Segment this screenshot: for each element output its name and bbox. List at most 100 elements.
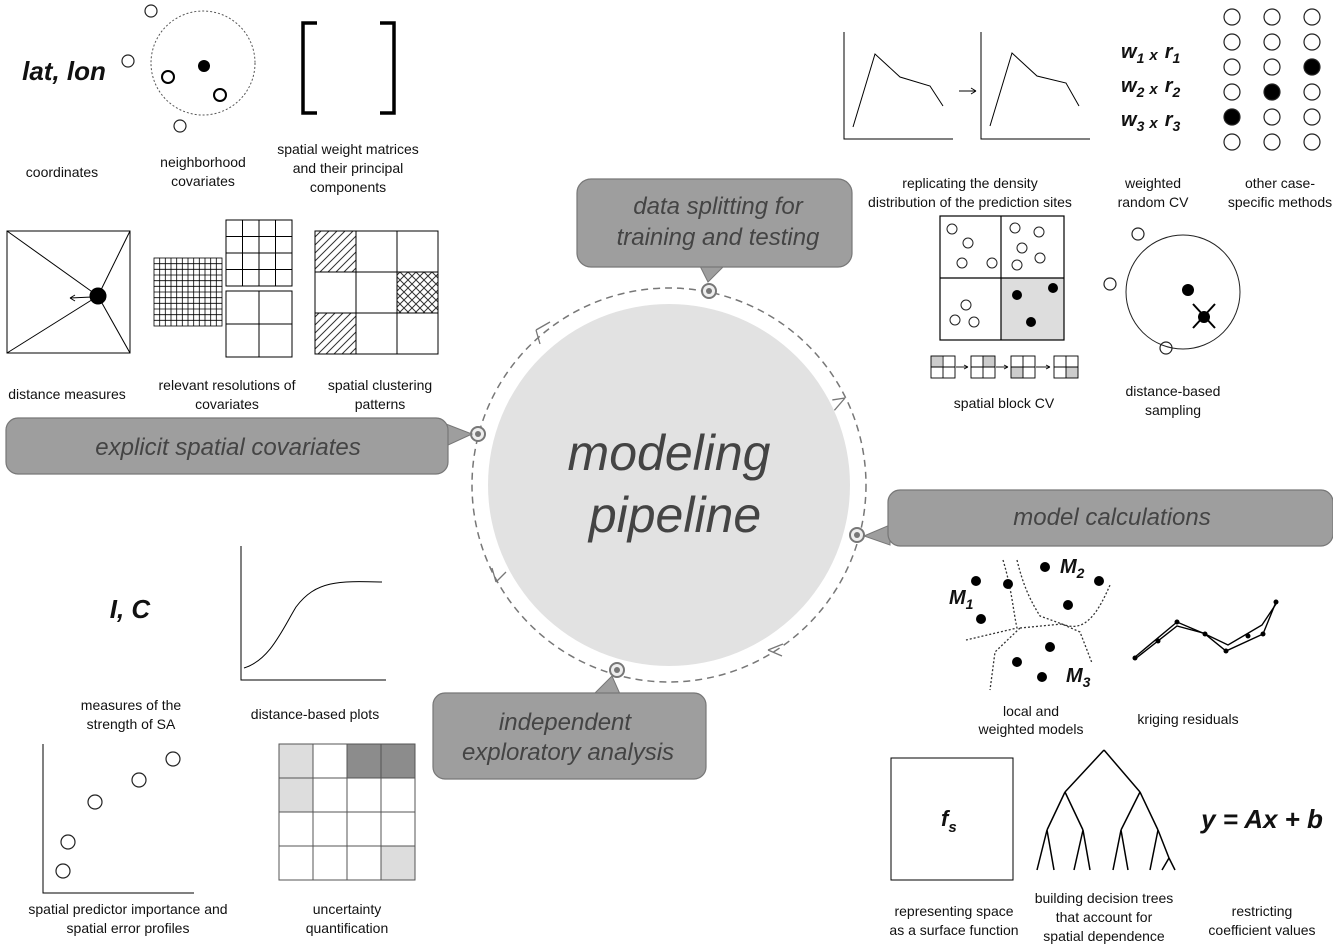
exploratory-label-1: independent [499, 709, 632, 736]
model-calculations-box: model calculations [862, 489, 1333, 547]
distance-sampling-caption-1: distance-based [1126, 383, 1221, 399]
weighted-cv-caption-1: weighted [1124, 175, 1181, 191]
neighborhood-icon [121, 4, 256, 133]
restricting-caption-2: coefficient values [1208, 922, 1315, 938]
empty-dot [1223, 33, 1241, 51]
distance-plots-caption: distance-based plots [251, 706, 379, 722]
empty-dot [1303, 83, 1321, 101]
neighborhood-caption-2: covariates [171, 173, 235, 189]
uncertainty-grid-icon [278, 743, 416, 881]
empty-dot [1263, 8, 1281, 26]
cycle-arrow-icon [832, 397, 846, 411]
cycle-ring [471, 287, 867, 683]
kriging-icon [1132, 599, 1279, 661]
resolutions-caption-2: covariates [195, 396, 259, 412]
block-sequence-icon [930, 355, 1079, 379]
surface-caption-1: representing space [894, 903, 1013, 919]
empty-dot [1303, 108, 1321, 126]
local-models-icon: M1 M2 M3 [949, 556, 1111, 691]
block-cv-icon [939, 215, 1065, 341]
fs-label: fs [941, 806, 957, 836]
explicit-covariates-box: explicit spatial covariates [5, 417, 474, 475]
svg-text:M1: M1 [949, 587, 974, 612]
kriging-caption: kriging residuals [1137, 711, 1238, 727]
weight-matrices-caption-2: and their principal [293, 160, 404, 176]
distance-sampling-icon [1103, 227, 1241, 355]
trees-caption-3: spatial dependence [1043, 928, 1165, 944]
exploratory-panel: I, C measures of the strength of SA dist… [28, 546, 416, 936]
cycle-arrow-icon [535, 321, 551, 345]
filled-dot [1223, 108, 1241, 126]
filled-dot [1303, 58, 1321, 76]
empty-dot [1223, 58, 1241, 76]
clustering-caption-1: spatial clustering [328, 377, 432, 393]
local-models-caption-2: weighted models [977, 721, 1083, 737]
data-splitting-box: data splitting for training and testing [576, 178, 853, 283]
strength-caption-1: measures of the [81, 697, 182, 713]
local-models-caption-1: local and [1003, 703, 1059, 719]
trees-caption-1: building decision trees [1035, 890, 1174, 906]
ring-node [701, 283, 717, 299]
data-splitting-label-2: training and testing [617, 224, 820, 251]
neighborhood-caption-1: neighborhood [160, 154, 246, 170]
other-methods-caption-1: other case- [1245, 175, 1315, 191]
strength-caption-2: strength of SA [87, 716, 176, 732]
restricting-caption-1: restricting [1232, 903, 1293, 919]
clustering-caption-2: patterns [355, 396, 406, 412]
block-cv-caption: spatial block CV [954, 395, 1055, 411]
matrix-bracket-icon [301, 21, 396, 115]
empty-dot [1223, 133, 1241, 151]
resolutions-caption-1: relevant resolutions of [159, 377, 296, 393]
importance-caption-1: spatial predictor importance and [28, 901, 227, 917]
data-splitting-label-1: data splitting for [633, 193, 803, 220]
weight-matrices-caption-1: spatial weight matrices [277, 141, 419, 157]
empty-dot [1263, 108, 1281, 126]
distance-measures-caption: distance measures [8, 386, 126, 402]
uncertainty-caption-2: quantification [306, 920, 389, 936]
svg-text:M2: M2 [1060, 556, 1085, 581]
exploratory-label-2: exploratory analysis [462, 739, 674, 766]
empty-dot [1303, 8, 1321, 26]
splitting-panel: replicating the density distribution of … [843, 8, 1332, 418]
surface-function-box [890, 757, 1014, 881]
ring-node [609, 662, 625, 678]
cycle-arrow-icon [767, 643, 784, 657]
covariates-panel: lat, lon coordinates neighborhood covari… [6, 4, 439, 412]
exploratory-box: independent exploratory analysis [432, 675, 707, 780]
replicating-caption-1: replicating the density [902, 175, 1037, 191]
empty-dot [1263, 58, 1281, 76]
model-panel: M1 M2 M3 local and weighted models krigi… [889, 556, 1323, 944]
importance-caption-2: spatial error profiles [67, 920, 190, 936]
empty-dot [1223, 8, 1241, 26]
empty-dot [1263, 33, 1281, 51]
resolution-grid-icon [153, 219, 293, 358]
dot-grid-icon [1223, 8, 1321, 151]
empty-dot [1263, 133, 1281, 151]
center-title-line1: modeling [568, 425, 771, 481]
trees-caption-2: that account for [1056, 909, 1153, 925]
cycle-arrow-icon [491, 567, 507, 583]
distance-sampling-caption-2: sampling [1145, 402, 1201, 418]
lat-lon-label: lat, lon [22, 56, 106, 86]
empty-dot [1303, 133, 1321, 151]
empty-dot [1303, 33, 1321, 51]
empty-dot [1223, 83, 1241, 101]
filled-dot [1263, 83, 1281, 101]
uncertainty-caption-1: uncertainty [313, 901, 381, 917]
importance-plot-icon [42, 744, 194, 894]
decision-tree-icon [1036, 749, 1176, 871]
coordinates-caption: coordinates [26, 164, 98, 180]
density-plot-icon [843, 32, 1090, 140]
distance-measures-icon [6, 230, 131, 354]
variogram-plot-icon [240, 546, 386, 681]
surface-caption-2: as a surface function [889, 922, 1018, 938]
model-calculations-label: model calculations [1013, 504, 1210, 531]
weighted-cv-caption-2: random CV [1118, 194, 1189, 210]
replicating-caption-2: distribution of the prediction sites [868, 194, 1072, 210]
ic-label: I, C [110, 594, 152, 624]
